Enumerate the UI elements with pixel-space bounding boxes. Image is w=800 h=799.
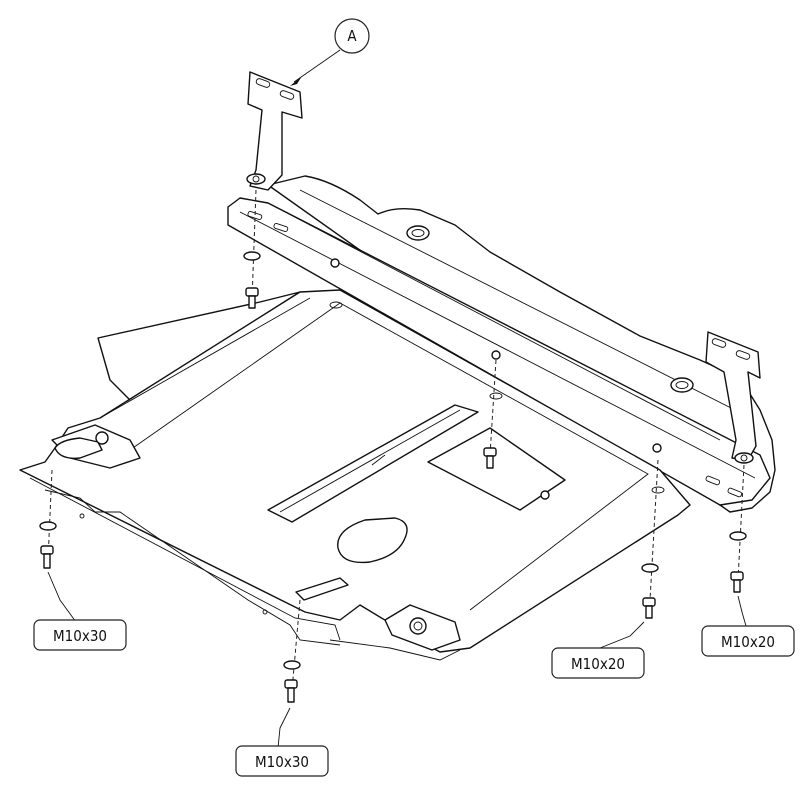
right-bracket bbox=[705, 331, 761, 464]
bolt-icon bbox=[245, 287, 259, 309]
bolt-icon bbox=[483, 447, 497, 469]
bolt-icon bbox=[284, 679, 298, 703]
washer-icon bbox=[243, 251, 261, 261]
detail-marker-a: A bbox=[290, 18, 370, 86]
washer-icon bbox=[641, 563, 659, 573]
washer-icon bbox=[729, 531, 747, 541]
bolt-icon bbox=[730, 571, 744, 593]
callout-left-bolt: M10x30 bbox=[33, 571, 127, 651]
callout-far-right-bolt: M10x20 bbox=[701, 595, 795, 657]
callout-label: M10x30 bbox=[53, 627, 107, 645]
crossmember-bar bbox=[227, 175, 776, 513]
callout-center-right-bolt: M10x20 bbox=[551, 621, 645, 679]
callout-label: M10x20 bbox=[571, 655, 625, 673]
left-bracket bbox=[246, 71, 303, 191]
callout-label: M10x20 bbox=[721, 633, 775, 651]
callout-bottom-bolt: M10x30 bbox=[235, 707, 329, 777]
washer-icon bbox=[283, 660, 301, 670]
bolt-icon bbox=[40, 545, 54, 569]
callout-label: M10x30 bbox=[255, 753, 309, 771]
detail-marker-label: A bbox=[347, 27, 357, 45]
washer-icon bbox=[39, 521, 57, 531]
fasteners bbox=[39, 189, 747, 703]
skid-plate bbox=[19, 289, 691, 661]
bolt-icon bbox=[642, 597, 656, 619]
